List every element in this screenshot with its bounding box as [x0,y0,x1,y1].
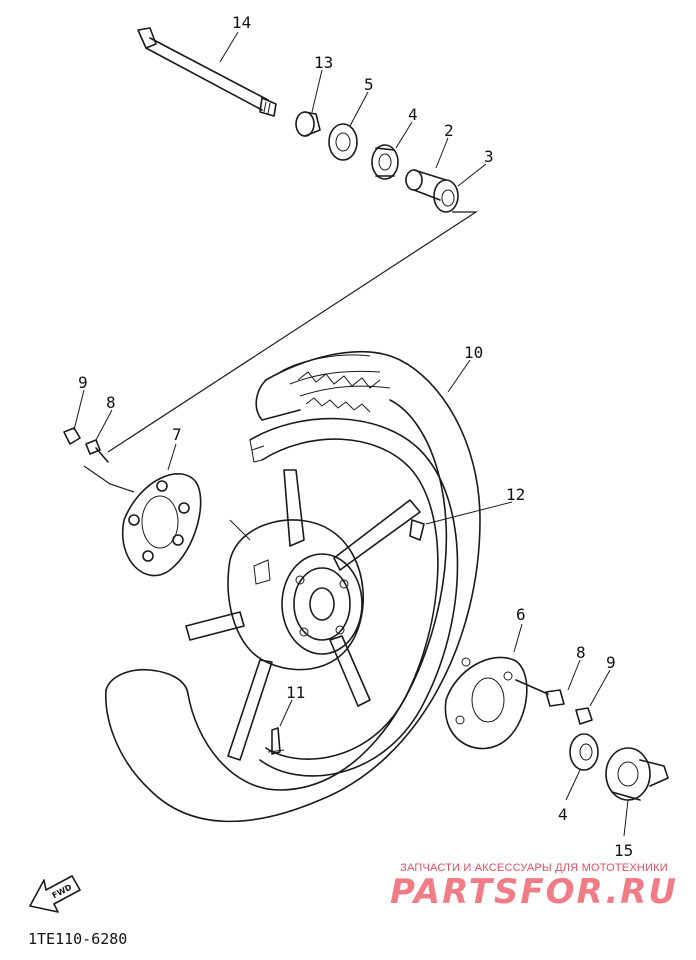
callout-5: 5 [364,75,374,94]
watermark-caption: ЗАПЧАСТИ И АКСЕССУАРЫ ДЛЯ МОТОТЕХНИКИ [400,862,668,874]
callout-8-right: 8 [576,643,586,662]
bolt-nut-left-part [63,427,109,463]
gear-unit-part [605,747,669,801]
forward-arrow-icon: FWD [29,875,81,913]
watermark-logo: PARTSFOR.RU [389,872,679,912]
callout-7: 7 [172,425,182,444]
callout-14: 14 [232,13,251,32]
spacer-flange-part [405,169,459,213]
bolt-nut-right-part [515,679,593,725]
callout-13: 13 [314,53,333,72]
wheel-spokes [185,469,421,761]
callout-2: 2 [444,121,454,140]
oil-seal-part [328,123,358,161]
valve-part [267,727,285,755]
diagram-code: 1TE110-6280 [28,930,128,948]
watermark: ЗАПЧАСТИ И АКСЕССУАРЫ ДЛЯ МОТОТЕХНИКИ PA… [384,862,684,910]
brake-disc-left-part [121,472,202,577]
axle-part [137,27,277,117]
axle-alignment-line [83,211,479,493]
rim-part [249,417,459,777]
wheel-hub [227,519,364,671]
callout-8-left: 8 [106,393,116,412]
collar-part [295,111,321,137]
callout-9-right: 9 [606,653,616,672]
callout-15: 15 [614,841,633,860]
callout-9-left: 9 [78,373,88,392]
callout-10: 10 [464,343,483,362]
bearing-lower-part [569,733,599,771]
callout-4-lower: 4 [558,805,568,824]
brake-disc-right-part [444,656,528,750]
leader-lines [73,31,629,837]
callout-6: 6 [516,605,526,624]
callout-3: 3 [484,147,494,166]
tire-part [105,350,481,823]
callout-numbers: 14 13 5 4 2 3 10 9 8 7 12 11 6 8 9 4 15 [78,13,633,860]
bearing-upper-part [371,144,399,180]
callout-12: 12 [506,485,525,504]
callout-11: 11 [286,683,305,702]
balance-weight-part [409,519,425,541]
callout-4-upper: 4 [408,105,418,124]
